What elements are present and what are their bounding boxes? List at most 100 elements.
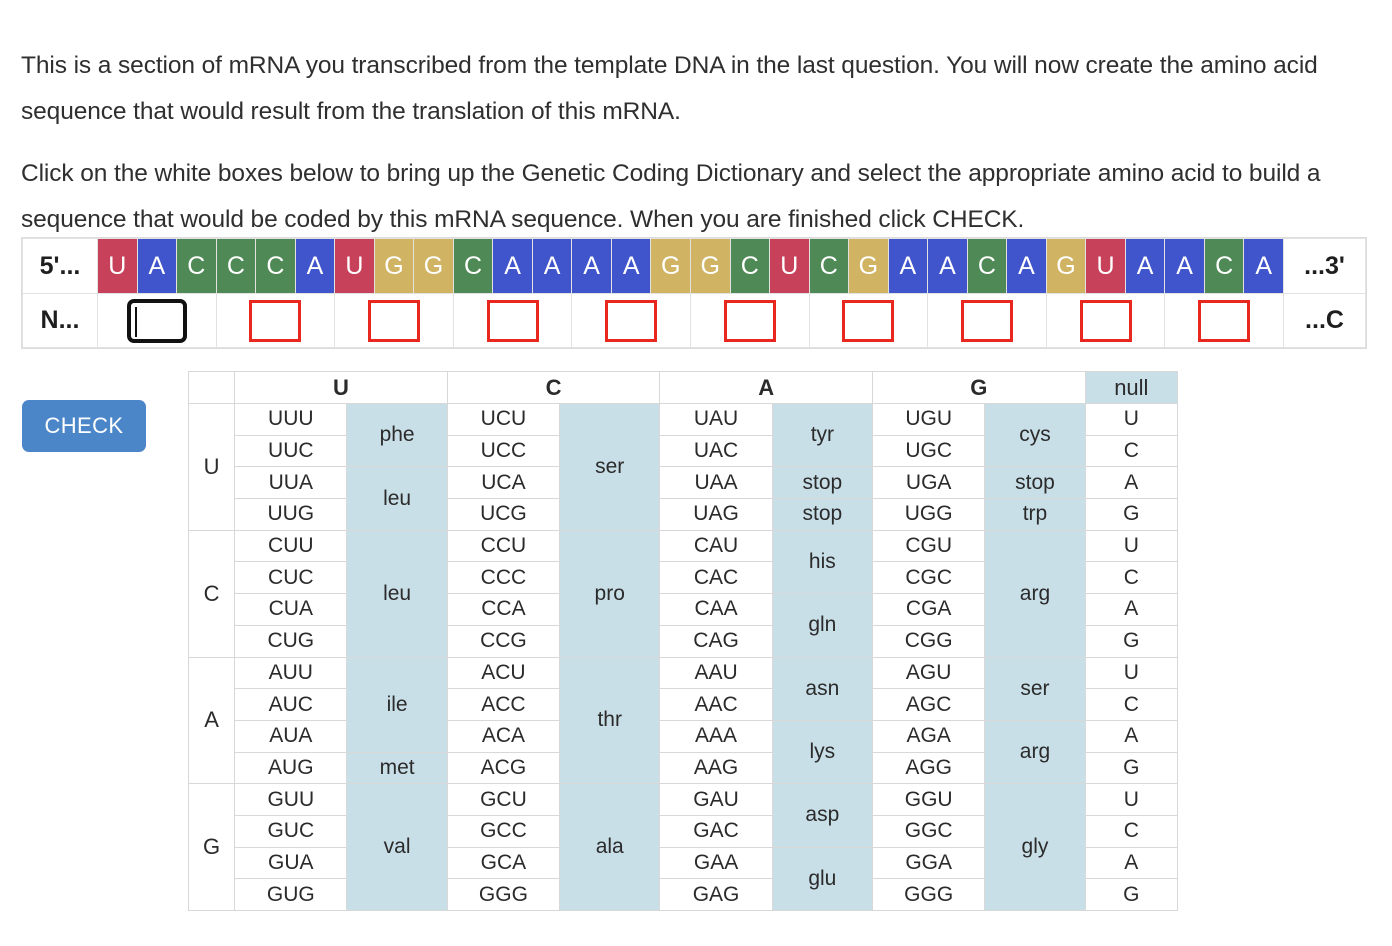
codon-cell[interactable]: UUG — [234, 498, 348, 531]
amino-acid-cell[interactable]: arg — [984, 529, 1086, 658]
codon-cell[interactable]: CAA — [659, 593, 773, 626]
codon-cell[interactable]: AUA — [234, 719, 348, 753]
amino-acid-cell[interactable]: gly — [984, 783, 1086, 911]
amino-acid-cell[interactable]: leu — [346, 529, 448, 658]
amino-acid-cell[interactable]: glu — [771, 846, 874, 912]
codon-cell[interactable]: GCU — [446, 783, 561, 816]
amino-acid-slot[interactable] — [1164, 293, 1284, 348]
amino-acid-cell[interactable]: stop — [771, 498, 874, 531]
codon-cell[interactable]: GGC — [871, 814, 986, 848]
amino-acid-input[interactable] — [960, 299, 1013, 342]
amino-acid-slot[interactable] — [571, 293, 691, 348]
amino-acid-cell[interactable]: met — [346, 751, 448, 785]
codon-cell[interactable]: ACU — [446, 656, 561, 690]
codon-cell[interactable]: GGG — [871, 878, 986, 911]
amino-acid-cell[interactable]: cys — [984, 402, 1086, 468]
amino-acid-slot[interactable] — [1045, 293, 1166, 348]
amino-acid-input[interactable] — [723, 299, 776, 342]
codon-cell[interactable]: AUC — [234, 688, 348, 721]
codon-cell[interactable]: UUU — [234, 403, 348, 436]
codon-cell[interactable]: CCG — [446, 624, 561, 658]
codon-cell[interactable]: CCU — [446, 529, 561, 563]
codon-cell[interactable]: UUC — [234, 434, 348, 468]
amino-acid-cell[interactable]: stop — [771, 466, 874, 500]
codon-cell[interactable]: AAU — [659, 656, 773, 690]
amino-acid-input[interactable] — [605, 299, 658, 342]
codon-cell[interactable]: CGA — [871, 593, 986, 626]
amino-acid-input[interactable] — [842, 299, 895, 342]
codon-cell[interactable]: UAG — [659, 498, 773, 531]
amino-acid-cell[interactable]: pro — [559, 529, 661, 658]
amino-acid-input[interactable] — [1198, 299, 1251, 342]
codon-cell[interactable]: CUA — [234, 593, 348, 626]
codon-cell[interactable]: CGC — [871, 561, 986, 595]
amino-acid-input[interactable] — [367, 299, 420, 342]
amino-acid-cell[interactable]: ser — [559, 403, 661, 531]
amino-acid-input-focused[interactable] — [126, 298, 187, 343]
amino-acid-cell[interactable]: ser — [984, 656, 1086, 721]
codon-cell[interactable]: CGG — [871, 624, 986, 658]
codon-cell[interactable]: CUG — [234, 624, 348, 658]
amino-acid-cell[interactable]: ile — [346, 656, 448, 753]
codon-cell[interactable]: GGG — [446, 878, 561, 911]
amino-acid-cell[interactable]: tyr — [771, 402, 874, 468]
codon-cell[interactable]: UAA — [659, 466, 773, 500]
codon-cell[interactable]: GAA — [659, 846, 773, 880]
amino-acid-slot[interactable] — [452, 293, 573, 348]
amino-acid-slot[interactable] — [334, 293, 454, 348]
codon-cell[interactable]: AUG — [234, 751, 348, 785]
codon-cell[interactable]: GUC — [234, 814, 348, 848]
amino-acid-cell[interactable]: ala — [559, 783, 661, 911]
codon-cell[interactable]: CAC — [659, 561, 773, 595]
codon-cell[interactable]: GAU — [659, 783, 773, 816]
codon-cell[interactable]: GUG — [234, 878, 348, 911]
codon-cell[interactable]: GGA — [871, 846, 986, 880]
codon-cell[interactable]: CCC — [446, 561, 561, 595]
codon-cell[interactable]: UCG — [446, 498, 561, 531]
codon-cell[interactable]: UCA — [446, 466, 561, 500]
amino-acid-cell[interactable]: gln — [771, 593, 874, 658]
amino-acid-cell[interactable]: arg — [984, 719, 1086, 785]
codon-cell[interactable]: UGG — [871, 498, 986, 531]
codon-cell[interactable]: UCU — [446, 403, 561, 436]
codon-cell[interactable]: GCA — [446, 846, 561, 880]
amino-acid-cell[interactable]: val — [346, 783, 448, 911]
codon-cell[interactable]: CUU — [234, 529, 348, 563]
codon-cell[interactable]: CAG — [659, 624, 773, 658]
codon-cell[interactable]: AAG — [659, 751, 773, 785]
amino-acid-cell[interactable]: his — [771, 529, 874, 595]
codon-cell[interactable]: AGA — [871, 719, 986, 753]
codon-cell[interactable]: AGC — [871, 688, 986, 721]
amino-acid-cell[interactable]: asn — [771, 656, 874, 721]
codon-cell[interactable]: CGU — [871, 529, 986, 563]
codon-cell[interactable]: UGU — [871, 403, 986, 436]
amino-acid-cell[interactable]: leu — [346, 466, 448, 531]
check-button[interactable]: CHECK — [22, 400, 146, 452]
amino-acid-slot[interactable] — [215, 293, 336, 348]
codon-cell[interactable]: UCC — [446, 434, 561, 468]
codon-cell[interactable]: CAU — [659, 529, 773, 563]
codon-cell[interactable]: ACC — [446, 688, 561, 721]
codon-cell[interactable]: AGU — [871, 656, 986, 690]
amino-acid-cell[interactable]: asp — [771, 783, 874, 848]
amino-acid-cell[interactable]: lys — [771, 719, 874, 785]
codon-cell[interactable]: GAG — [659, 878, 773, 911]
codon-cell[interactable]: CUC — [234, 561, 348, 595]
codon-cell[interactable]: UAC — [659, 434, 773, 468]
codon-cell[interactable]: GUU — [234, 783, 348, 816]
amino-acid-slot[interactable] — [927, 293, 1047, 348]
codon-cell[interactable]: AUU — [234, 656, 348, 690]
codon-cell[interactable]: UAU — [659, 403, 773, 436]
codon-cell[interactable]: AAC — [659, 688, 773, 721]
codon-cell[interactable]: UGA — [871, 466, 986, 500]
codon-cell[interactable]: GGU — [871, 783, 986, 816]
codon-cell[interactable]: GAC — [659, 814, 773, 848]
codon-cell[interactable]: GUA — [234, 846, 348, 880]
codon-cell[interactable]: AGG — [871, 751, 986, 785]
codon-cell[interactable]: ACG — [446, 751, 561, 785]
codon-cell[interactable]: UUA — [234, 466, 348, 500]
codon-cell[interactable]: UGC — [871, 434, 986, 468]
codon-cell[interactable]: ACA — [446, 719, 561, 753]
amino-acid-cell[interactable]: stop — [984, 466, 1086, 500]
amino-acid-input[interactable] — [486, 299, 539, 342]
